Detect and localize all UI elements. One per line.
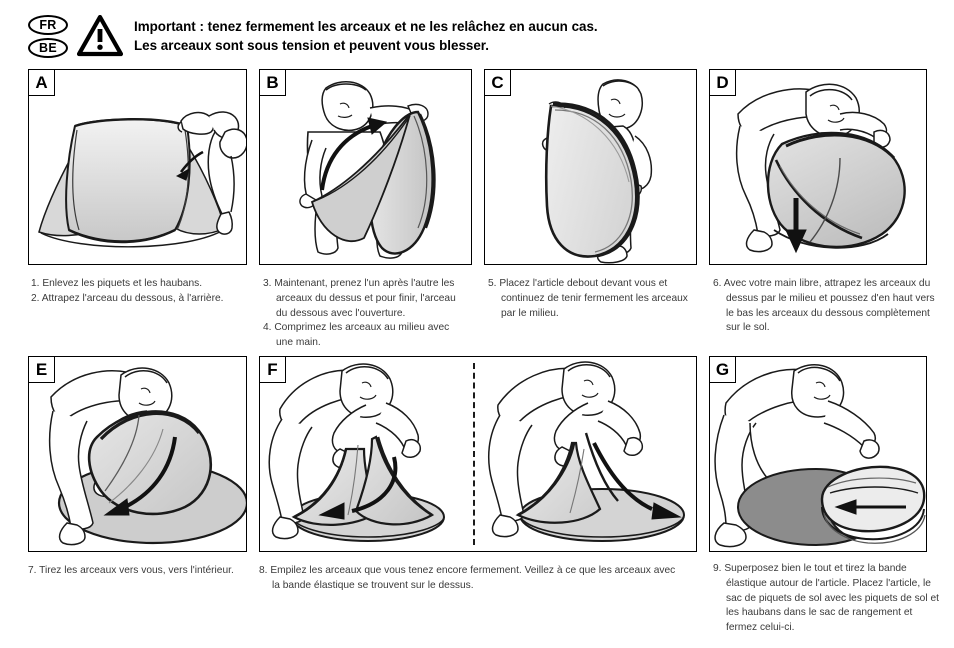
caption-col-3: 5. Placez l'article debout devant vous e…	[488, 277, 688, 321]
panel-e-illustration	[48, 367, 246, 546]
caption-col-1: 1. Enlevez les piquets et les haubans. 2…	[31, 277, 236, 307]
panel-a-illustration	[38, 111, 246, 248]
panel-f-divider	[473, 363, 475, 545]
caption-col-2: 3. Maintenant, prenez l'un après l'autre…	[263, 277, 463, 351]
caption-line: 4. Comprimez les arceaux au milieu avec …	[263, 322, 450, 349]
panel-letter-d: D	[710, 70, 736, 96]
panel-letter-e: E	[29, 357, 55, 383]
panel-c: C	[484, 69, 697, 265]
caption-line: 7. Tirez les arceaux vers vous, vers l'i…	[28, 565, 234, 576]
panel-f: F	[259, 356, 697, 552]
arrow-right-sweep	[592, 442, 682, 520]
country-badge-be: BE	[28, 37, 68, 58]
caption-line: 9. Superposez bien le tout et tirez la b…	[713, 563, 939, 634]
caption-col-5: 7. Tirez les arceaux vers vous, vers l'i…	[28, 564, 243, 579]
arrow-left	[834, 499, 906, 515]
arrow-left-sweep	[318, 456, 398, 520]
panel-d-illustration	[735, 83, 906, 254]
caption-line: 3. Maintenant, prenez l'un après l'autre…	[263, 278, 456, 319]
panel-letter-a: A	[29, 70, 55, 96]
arrow-down	[785, 198, 807, 254]
arrow-curved-pull	[103, 436, 177, 516]
panel-g: G	[709, 356, 927, 552]
panel-a: A	[28, 69, 247, 265]
panel-c-illustration	[541, 79, 653, 264]
caption-col-6: 8. Empilez les arceaux que vous tenez en…	[259, 564, 684, 594]
country-badge-group: FR BE	[28, 14, 68, 58]
country-badge-fr: FR	[28, 14, 68, 35]
warning-text: Important : tenez fermement les arceaux …	[134, 18, 598, 53]
caption-line: 8. Empilez les arceaux que vous tenez en…	[259, 565, 676, 591]
caption-line: 2. Attrapez l'arceau du dessous, à l'arr…	[31, 292, 224, 304]
caption-col-7: 9. Superposez bien le tout et tirez la b…	[713, 562, 941, 636]
panel-f-illustration	[268, 361, 685, 542]
panel-g-illustration	[714, 364, 926, 548]
caption-line: 6. Avec votre main libre, attrapez les a…	[713, 278, 935, 334]
arrow-curved-right	[320, 117, 388, 191]
caption-line: 5. Placez l'article debout devant vous e…	[488, 278, 688, 319]
arrow-up-left	[175, 150, 204, 181]
caption-line: 1. Enlevez les piquets et les haubans.	[31, 278, 203, 289]
panel-b-illustration	[299, 81, 436, 259]
panel-letter-g: G	[710, 357, 736, 383]
warning-triangle-icon	[77, 15, 123, 57]
panel-letter-c: C	[485, 70, 511, 96]
panel-letter-f: F	[260, 357, 286, 383]
caption-col-4: 6. Avec votre main libre, attrapez les a…	[713, 277, 938, 336]
panel-letter-b: B	[260, 70, 286, 96]
panel-b: B	[259, 69, 472, 265]
warning-header: FR BE Important : tenez fermement les ar…	[28, 10, 928, 62]
panel-e: E	[28, 356, 247, 552]
panel-d: D	[709, 69, 927, 265]
